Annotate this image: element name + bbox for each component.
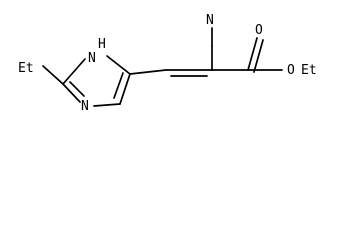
atom-label-nitrogen-amine: N (88, 51, 96, 66)
bond-ethyl-c2 (42, 65, 64, 85)
atom-label-carbonyl-oxygen: O (255, 23, 263, 38)
bond-carbonyl-double-2 (253, 39, 264, 73)
bond-c5-vinyl (129, 69, 167, 75)
chemical-structure-diagram: Et N H N N O O Et (18, 13, 317, 114)
bond-carbonyl-double (247, 37, 258, 71)
atom-label-ester-oxygen: O (287, 63, 295, 78)
bond-c4-c5 (119, 73, 131, 105)
atom-label-hydrogen: H (98, 37, 106, 52)
atom-label-nitrogen-ring: N (81, 99, 89, 114)
bond-c2-n3-double (69, 81, 85, 97)
bond-c5-n1 (106, 55, 131, 75)
atom-label-ethyl-left: Et (18, 61, 34, 76)
bond-n3-c4 (93, 103, 121, 107)
atom-label-ethyl-right: Et (301, 63, 317, 78)
bond-n1-c2 (62, 58, 86, 85)
bond-c2-n3 (62, 83, 81, 103)
bond-c4-c5-double (113, 72, 124, 99)
bond-lines (42, 27, 283, 107)
atom-label-nitrile-nitrogen: N (206, 13, 214, 28)
